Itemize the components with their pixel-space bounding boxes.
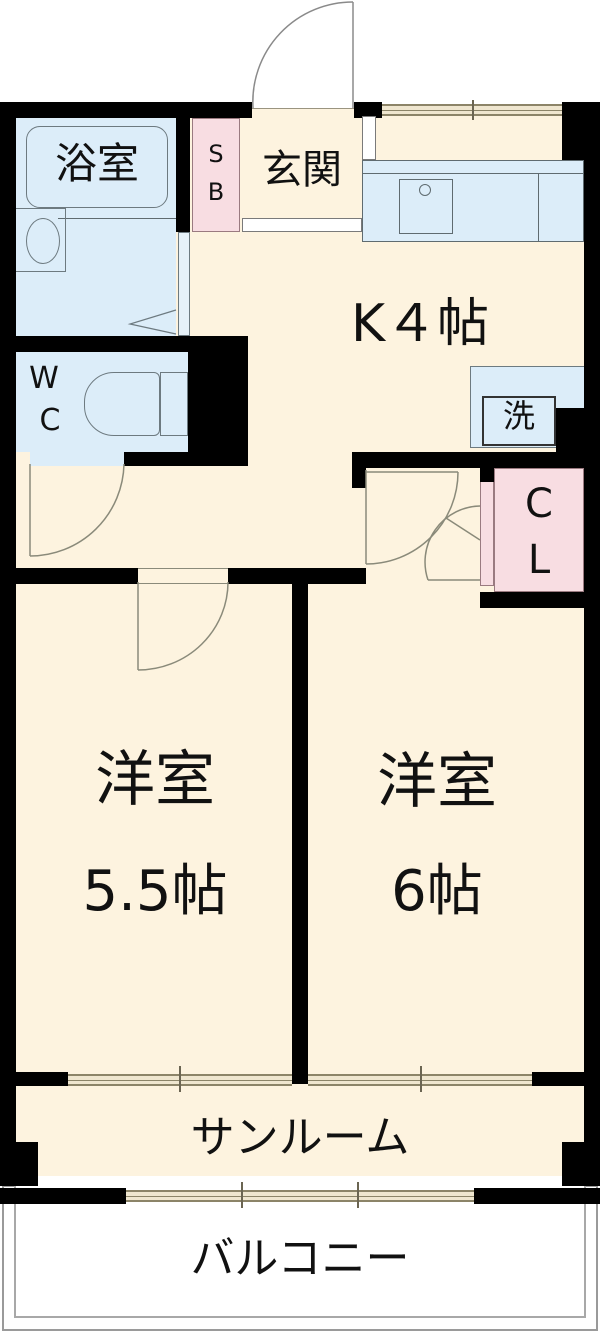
- toilet-label-w: W: [29, 361, 59, 396]
- entry-door-swing: [252, 1, 354, 116]
- wall-right: [584, 102, 600, 1186]
- bath-door-arrow: [127, 309, 177, 335]
- bathroom-label: 浴室: [54, 139, 139, 188]
- wall-sunroom-top-right: [532, 1072, 584, 1086]
- closet-label-l: L: [527, 537, 551, 583]
- balcony-label: バルコニー: [190, 1233, 410, 1284]
- closet: [494, 468, 584, 592]
- kitchen-sink-drain: [419, 184, 431, 196]
- kitchen-label: K４帖: [350, 294, 490, 354]
- window-sunroom-sash-2: [357, 1182, 359, 1208]
- kitchen-sink[interactable]: [399, 179, 453, 234]
- washer-label: 洗: [502, 397, 535, 435]
- closet-label-c: C: [525, 481, 553, 527]
- window-sunroom-sash-1: [241, 1182, 243, 1208]
- window-top-kitchen-sash: [472, 100, 474, 120]
- toilet-bowl[interactable]: [84, 372, 160, 436]
- toilet-label-c: C: [39, 403, 61, 438]
- washbasin-bowl: [26, 218, 60, 264]
- washbasin-counter: [16, 208, 66, 272]
- wall-wc-bottom: [124, 452, 248, 466]
- wall-closet-bottom: [480, 592, 584, 608]
- left-room-label: 洋室: [95, 745, 215, 815]
- wall-kitchen-closet-top: [352, 452, 584, 468]
- entry-threshold: [252, 108, 354, 118]
- wall-left: [0, 102, 16, 1186]
- wall-sunroom-top-left: [16, 1072, 68, 1086]
- shoe-box: [192, 118, 240, 232]
- wall-closet-left: [352, 452, 366, 488]
- shoe-box-label-s: S: [208, 140, 224, 168]
- bath-divider: [58, 218, 176, 219]
- wall-top-mid: [354, 102, 382, 118]
- bath-door-slider[interactable]: [178, 232, 190, 336]
- stove-divider: [538, 174, 539, 242]
- wall-sunroom-corner-left: [16, 1142, 38, 1186]
- wall-closet-side: [480, 468, 494, 482]
- toilet-door-threshold: [30, 452, 124, 466]
- wall-top-left: [0, 102, 252, 118]
- left-room-door-threshold: [138, 568, 228, 584]
- window-sunroom-balcony[interactable]: [126, 1190, 474, 1202]
- wall-bedroom-divider: [292, 584, 308, 1084]
- sunroom-label: サンルーム: [190, 1112, 410, 1163]
- wall-mid-center: [228, 568, 366, 584]
- washer-machine: [482, 396, 556, 446]
- balcony-inner-rail: [14, 1185, 586, 1318]
- window-right-room-sash: [420, 1066, 422, 1092]
- wall-sunroom-bottom-right-seg: [474, 1188, 600, 1204]
- bathtub: [26, 126, 168, 208]
- wall-wc-right: [188, 336, 248, 466]
- left-room-door-swing: [137, 581, 229, 671]
- wall-sunroom-corner-right: [562, 1142, 584, 1186]
- shoe-box-label-b: B: [207, 178, 225, 206]
- entrance-step: [242, 218, 362, 232]
- toilet-tank: [160, 372, 188, 436]
- wall-bath-sb: [176, 118, 190, 232]
- right-room-door-swing: [365, 470, 481, 581]
- kitchen-counter-edge: [362, 173, 584, 174]
- wall-mid-left: [16, 568, 138, 584]
- toilet-door-swing: [29, 463, 125, 557]
- right-room-label: 洋室: [377, 747, 497, 817]
- left-room-size: 5.5帖: [82, 859, 228, 924]
- window-left-room-sash: [179, 1066, 181, 1092]
- right-room-size: 6帖: [391, 859, 483, 924]
- entrance-side-step: [362, 116, 376, 160]
- entrance-label: 玄関: [262, 147, 342, 193]
- wall-sunroom-bottom-left-seg: [0, 1188, 126, 1204]
